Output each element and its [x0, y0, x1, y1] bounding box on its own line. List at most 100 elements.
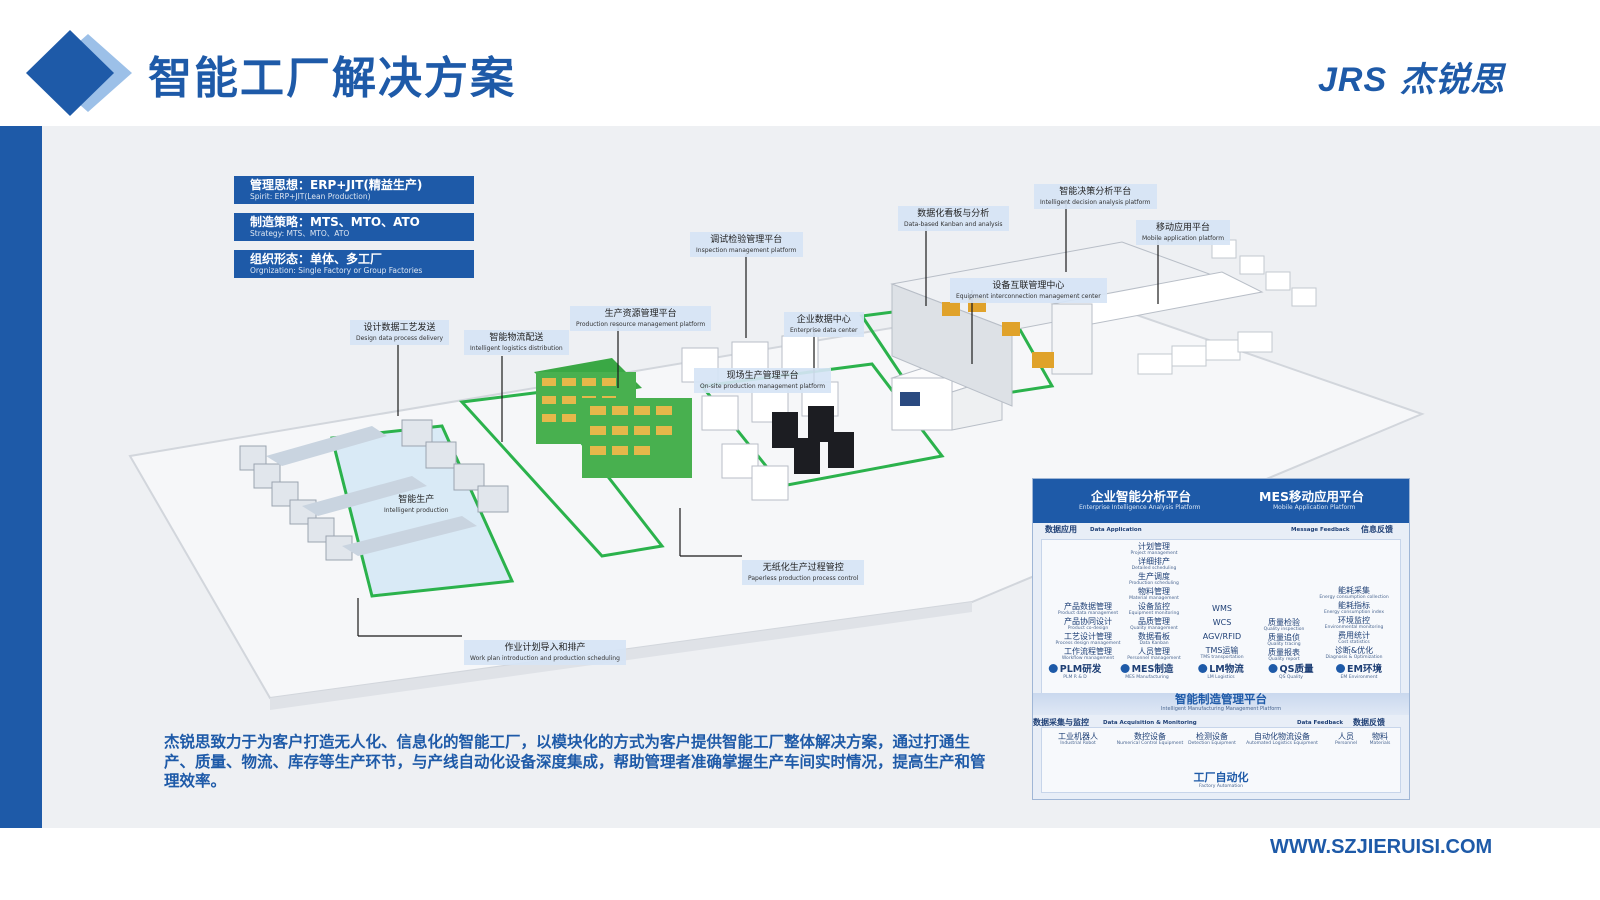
arch-data-feedback-en: Data Feedback: [1297, 720, 1344, 726]
arch-analysis-platform-en: Enterprise Intelligence Analysis Platfor…: [1079, 504, 1201, 511]
callout-onsite-en: On-site production management platform: [700, 383, 826, 390]
item-product-data-en: Product data management: [1057, 611, 1119, 616]
callout-decision: 智能决策分析平台 Intelligent decision analysis p…: [1034, 184, 1157, 209]
callout-decision-en: Intelligent decision analysis platform: [1040, 199, 1151, 206]
item-tms-en: TMS transportation: [1200, 655, 1244, 660]
item-scheduling-en: Detailed scheduling: [1131, 566, 1177, 571]
item-scheduling-cn: 详细排产: [1137, 557, 1170, 566]
item-workflow-cn: 工作流程管理: [1064, 647, 1112, 656]
item-material-en: Material management: [1129, 596, 1179, 601]
brand-latin: JRS: [1318, 61, 1388, 99]
item-product-data-cn: 产品数据管理: [1063, 602, 1112, 611]
callout-resource-cn: 生产资源管理平台: [604, 309, 677, 319]
brand-logo: JRS 杰锐思: [1318, 52, 1505, 101]
gear-icon: [1120, 664, 1130, 673]
callout-smart-production-en: Intelligent production: [384, 507, 449, 514]
callout-logistics-cn: 智能物流配送: [489, 333, 544, 343]
zone-logistics: [458, 390, 665, 558]
concept-management: 管理思想：ERP+JIT(精益生产) Spirit: ERP+JIT(Lean …: [234, 176, 474, 204]
callout-design-delivery-en: Design data process delivery: [356, 335, 444, 342]
callout-kanban: 数据化看板与分析 Data-based Kanban and analysis: [898, 206, 1009, 231]
item-personnel-cn: 人员管理: [1137, 647, 1170, 656]
item-energy-index-en: Energy consumption index: [1323, 610, 1385, 615]
item-wcs: WCS: [1213, 618, 1232, 627]
item-plan-en: Project management: [1130, 551, 1178, 556]
arch-automation-en: Factory Automation: [1198, 784, 1244, 789]
callout-paperless-cn: 无纸化生产过程管控: [762, 563, 844, 573]
item-cost-cn: 费用统计: [1338, 631, 1370, 640]
arch-data-application-en: Data Application: [1090, 527, 1142, 533]
callout-interconnect-en: Equipment interconnection management cen…: [956, 293, 1101, 300]
callout-resource: 生产资源管理平台 Production resource management …: [570, 306, 712, 331]
equip-detection-cn: 检测设备: [1196, 732, 1228, 741]
item-kanban-cn: 数据看板: [1138, 632, 1170, 641]
website-url: WWW.SZJIERUISI.COM: [1270, 836, 1493, 858]
arch-data-feedback: 数据反馈: [1353, 718, 1385, 727]
module-lm-cn: LM物流: [1209, 664, 1244, 675]
arch-mobile-platform: MES移动应用平台: [1259, 489, 1364, 504]
concept-organization-cn: 组织形态：单体、多工厂: [250, 252, 383, 266]
callout-data-center-en: Enterprise data center: [790, 327, 858, 334]
callout-paperless-en: Paperless production process control: [748, 575, 859, 582]
item-quality-report-en: Quality report: [1268, 657, 1300, 662]
item-energy-collection-en: Energy consumption collection: [1319, 595, 1389, 600]
callout-kanban-en: Data-based Kanban and analysis: [904, 221, 1003, 228]
module-qs-cn: QS质量: [1279, 664, 1314, 675]
item-wms-cn: WMS: [1212, 604, 1232, 613]
server-racks: [772, 406, 854, 474]
arch-automation-cn: 工厂自动化: [1193, 771, 1249, 784]
callout-work-plan: 作业计划导入和排产 Work plan introduction and pro…: [464, 640, 626, 665]
item-material-cn: 物料管理: [1137, 587, 1170, 596]
equip-robot-cn: 工业机器人: [1058, 732, 1098, 741]
equip-personnel-en: Personnel: [1335, 741, 1357, 746]
arch-platform-en: Intelligent Manufacturing Management Pla…: [1160, 706, 1282, 712]
item-energy-collection-cn: 能耗采集: [1338, 586, 1370, 595]
concept-organization-en: Orgnization: Single Factory or Group Fac…: [250, 266, 423, 275]
arch-top-bar: 企业智能分析平台 Enterprise Intelligence Analysi…: [1033, 479, 1409, 523]
callout-logistics: 智能物流配送 Intelligent logistics distributio…: [464, 330, 569, 355]
callout-logistics-en: Intelligent logistics distribution: [470, 345, 563, 352]
callout-onsite: 现场生产管理平台 On-site production management p…: [694, 368, 832, 393]
callout-inspection-cn: 调试检验管理平台: [710, 235, 783, 245]
item-process-design-cn: 工艺设计管理: [1063, 632, 1112, 641]
item-quality-inspection-en: Quality inspection: [1263, 627, 1305, 632]
callout-smart-production: 智能生产 Intelligent production: [378, 492, 454, 517]
magnifier-icon: [1268, 664, 1278, 673]
arch-message-feedback: 信息反馈: [1361, 525, 1393, 534]
concept-organization: 组织形态：单体、多工厂 Orgnization: Single Factory …: [234, 250, 474, 278]
concept-management-en: Spirit: ERP+JIT(Lean Production): [250, 192, 371, 201]
item-quality-inspection-cn: 质量检验: [1268, 618, 1300, 627]
item-energy-index-cn: 能耗指标: [1338, 601, 1370, 610]
page-title: 智能工厂解决方案: [148, 53, 516, 104]
globe-icon: [1336, 664, 1346, 673]
item-quality-tracing-en: Quality tracing: [1267, 642, 1301, 647]
arch-platform-band: 智能制造管理平台 Intelligent Manufacturing Manag…: [1033, 693, 1409, 715]
item-agv-cn: AGV/RFID: [1202, 632, 1242, 641]
callout-work-plan-cn: 作业计划导入和排产: [504, 643, 586, 653]
arch-platform-cn: 智能制造管理平台: [1175, 692, 1267, 706]
arch-automation: 工厂自动化 Factory Automation: [1193, 771, 1249, 790]
concept-management-cn: 管理思想：ERP+JIT(精益生产): [250, 178, 423, 192]
page-header: 智能工厂解决方案 JRS 杰锐思: [0, 0, 1600, 124]
architecture-diagram: 企业智能分析平台 Enterprise Intelligence Analysi…: [1032, 478, 1410, 800]
